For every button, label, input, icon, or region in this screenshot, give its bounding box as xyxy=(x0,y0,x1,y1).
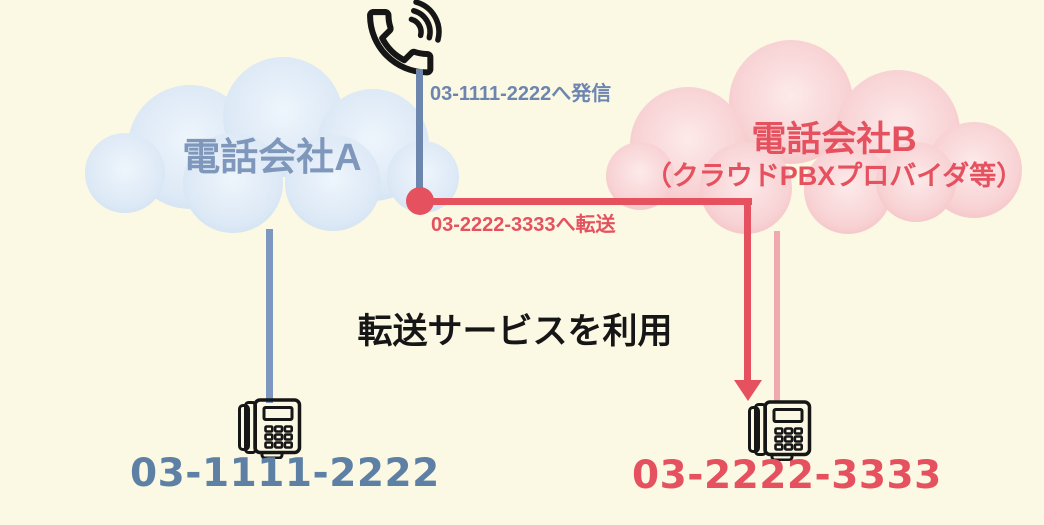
forward-label: 03-2222-3333へ転送 xyxy=(431,214,616,236)
desk-phone-b-icon xyxy=(748,400,812,461)
cloud-company-a xyxy=(85,57,459,233)
outbound-call-label: 03-1111-2222へ発信 xyxy=(430,83,612,105)
ringing-handset-icon xyxy=(367,0,442,76)
forward-line-horizontal xyxy=(420,198,752,205)
cloud-company-b xyxy=(606,40,1022,234)
call-line-vertical xyxy=(416,69,423,201)
junction-dot xyxy=(406,187,434,215)
forward-line-vertical xyxy=(744,198,751,382)
clouda-to-phonea-line xyxy=(266,229,273,403)
company-b-subtitle: （クラウドPBXプロバイダ等） xyxy=(644,161,1024,191)
desk-phone-a-icon xyxy=(238,398,302,459)
company-a-name: 電話会社A xyxy=(182,137,362,179)
diagram-caption: 転送サービスを利用 xyxy=(357,312,673,351)
company-b-name: 電話会社B xyxy=(751,120,917,159)
company-a-phone-number: 03-1111-2222 xyxy=(130,451,440,496)
company-b-phone-number: 03-2222-3333 xyxy=(632,453,942,498)
cloudb-to-phoneb-line xyxy=(774,231,780,403)
forward-arrowhead-icon xyxy=(734,380,762,401)
